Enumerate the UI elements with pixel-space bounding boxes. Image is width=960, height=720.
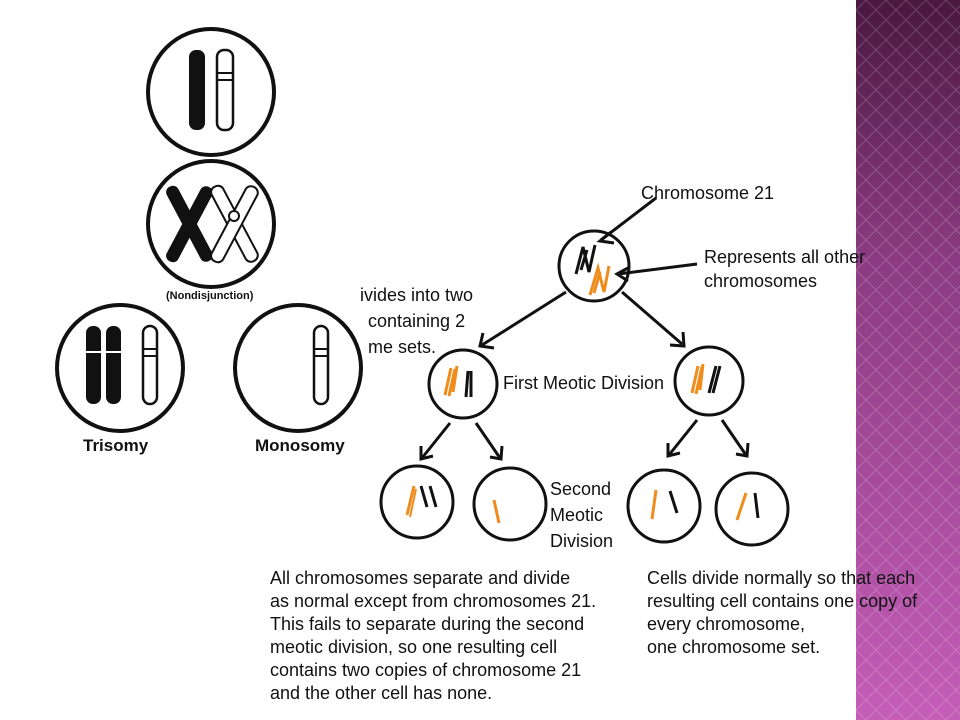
- parent-cell: [557, 229, 631, 303]
- second-division-cell-4: [714, 471, 790, 547]
- label-pointer-arrows: [596, 196, 698, 283]
- second-division-cell-1: [379, 464, 455, 540]
- top-cell: [146, 27, 276, 157]
- second-division-cell-3: [626, 468, 702, 544]
- trisomy-cell: [55, 303, 185, 433]
- first-division-label: First Meotic Division: [503, 373, 665, 393]
- other-chromosomes-label: Represents all other chromosomes: [704, 247, 866, 291]
- trisomy-label: Trisomy: [83, 436, 149, 455]
- monosomy-label: Monosomy: [255, 436, 345, 455]
- first-division-right-cell: [673, 345, 745, 417]
- monosomy-cell: [233, 303, 363, 433]
- second-division-cell-2: [472, 466, 548, 542]
- clipped-label: ivides into two containing 2 me sets.: [360, 285, 474, 357]
- second-division-arrows: [419, 419, 750, 461]
- first-division-arrows: [478, 290, 686, 350]
- chromosome21-label: Chromosome 21: [641, 183, 775, 203]
- meiosis-diagram: [55, 27, 790, 547]
- first-division-left-cell: [427, 348, 499, 420]
- left-caption: All chromosomes separate and divide as n…: [270, 568, 597, 703]
- right-caption: Cells divide normally so that each resul…: [647, 568, 918, 657]
- replicated-cell: [146, 159, 276, 289]
- second-division-label: Second Meotic Division: [550, 479, 614, 551]
- nondisjunction-label: (Nondisjunction): [166, 290, 254, 302]
- decorative-side-band: [856, 0, 960, 720]
